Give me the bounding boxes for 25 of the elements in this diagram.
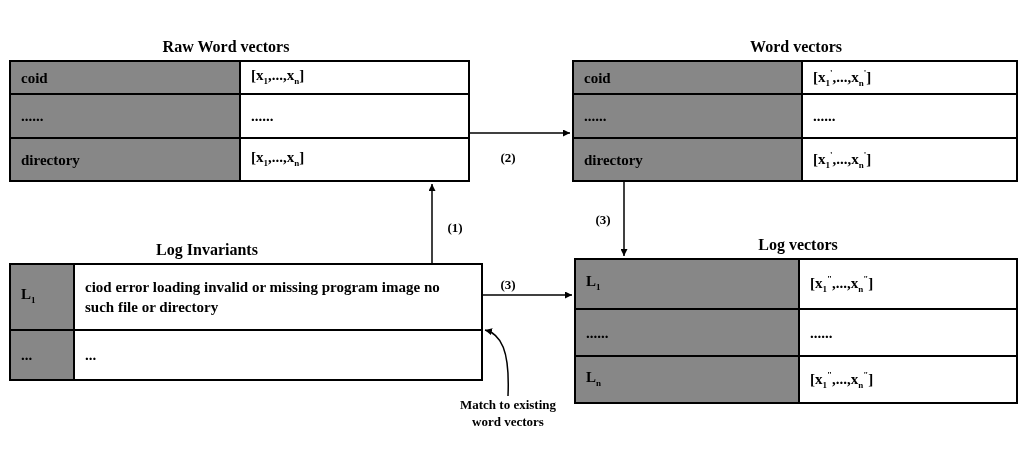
table-cell: L$_{1}$ [576, 260, 800, 308]
table-title: Log vectors [758, 236, 838, 254]
table-cell: coid [11, 62, 241, 93]
table-cell: ...... [11, 95, 241, 137]
table-cell: coid [574, 62, 803, 93]
table-title: Raw Word vectors [162, 38, 290, 56]
arrow [428, 183, 436, 264]
table-title: Log Invariants [156, 241, 258, 259]
table-cell: L$_{n}$ [576, 357, 800, 402]
table-cell: L$_{1}$ [11, 265, 75, 329]
edge-label: (3) [593, 212, 613, 228]
arrow [482, 291, 573, 299]
arrow [469, 129, 571, 137]
table-cell: ... [11, 331, 75, 379]
table-cell: directory [574, 139, 803, 180]
arrow [484, 328, 509, 397]
table-cell: ...... [576, 310, 800, 355]
table-title: Word vectors [750, 38, 842, 56]
arrow [620, 181, 628, 257]
table-cell: directory [11, 139, 241, 180]
table-cell: ...... [574, 95, 803, 137]
annotation-text: Match to existing word vectors [458, 396, 558, 430]
edge-label: (3) [498, 277, 518, 293]
edge-label: (2) [498, 150, 518, 166]
edge-label: (1) [445, 220, 465, 236]
